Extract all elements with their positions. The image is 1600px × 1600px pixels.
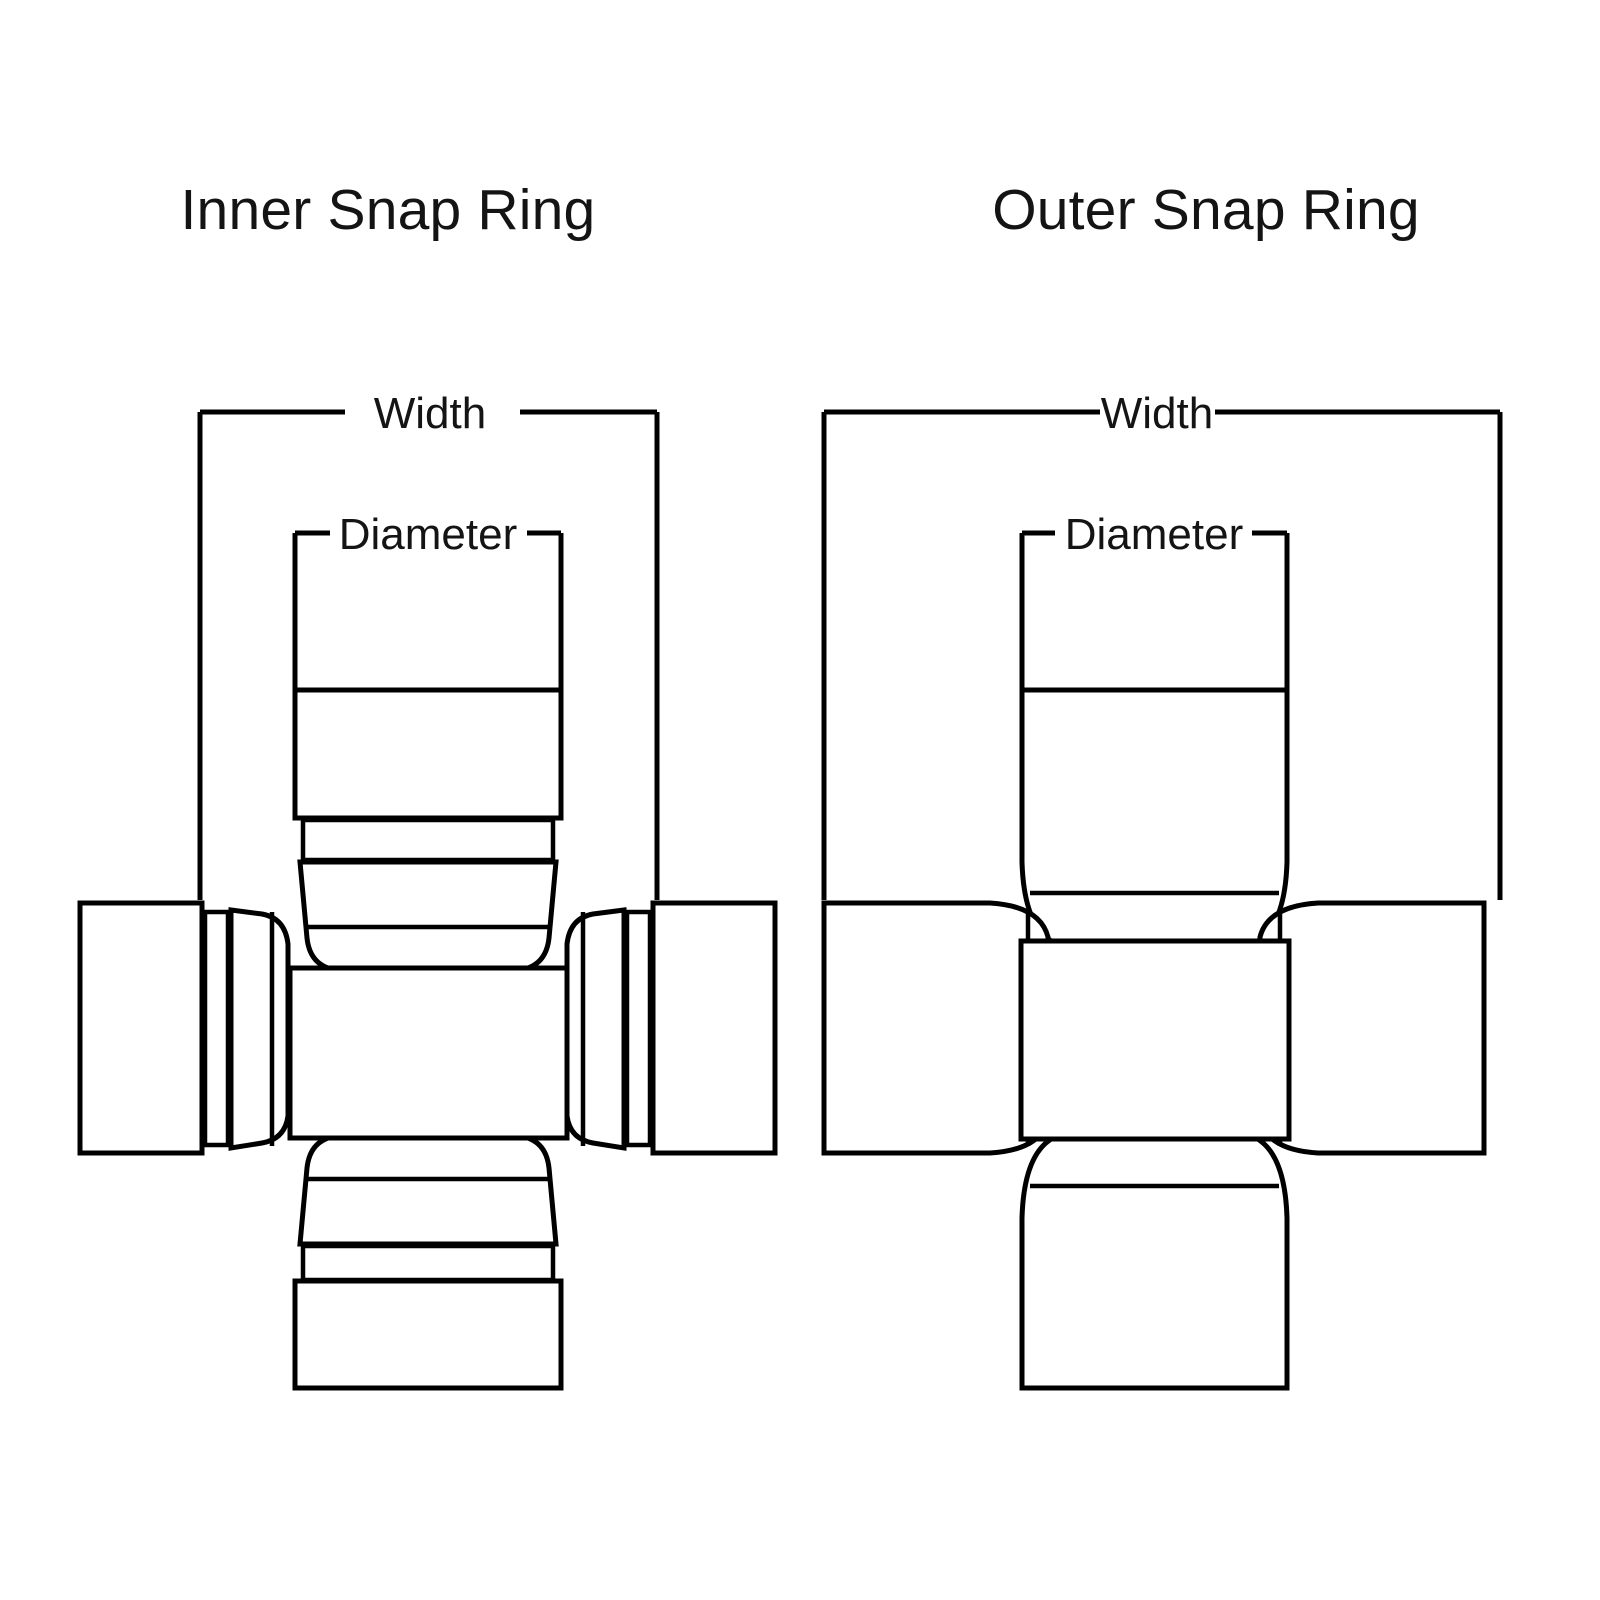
- right-cap-body: [1257, 900, 1487, 1156]
- left-bearing-cap-inner: [77, 900, 291, 1156]
- center-cross-body-inner: [287, 965, 570, 1141]
- panel-title-outer-snap-ring: Outer Snap Ring: [992, 178, 1420, 242]
- right-bearing-cap-outer: [1257, 900, 1487, 1156]
- bottom-cap-body: [1019, 1133, 1290, 1391]
- right-tapered-shoulder: [564, 907, 627, 1151]
- width-dimension-outer: Width: [821, 389, 1503, 900]
- width-label-inner: Width: [374, 389, 486, 438]
- left-bearing-cap-outer: [821, 900, 1051, 1156]
- bottom-tapered-shoulder: [297, 1133, 559, 1247]
- bottom-bearing-cap-inner: [292, 1133, 564, 1391]
- diameter-label-outer: Diameter: [1065, 510, 1244, 559]
- left-snap-ring-band: [202, 909, 231, 1148]
- top-bearing-cap-inner: [292, 687, 564, 973]
- diameter-dimension-outer: Diameter: [1019, 510, 1290, 690]
- top-snap-ring-band: [300, 817, 556, 863]
- left-cap-body: [77, 900, 205, 1156]
- outer-snap-ring-drawing: Width Diameter: [821, 389, 1503, 1391]
- left-tapered-shoulder: [228, 907, 291, 1151]
- left-cap-body: [821, 900, 1051, 1156]
- top-tapered-shoulder: [297, 859, 559, 973]
- diameter-label-inner: Diameter: [339, 510, 518, 559]
- diameter-dimension-inner: Diameter: [292, 510, 564, 690]
- panel-outer-snap-ring: Outer Snap Ring Width Diameter: [800, 0, 1600, 1600]
- inner-snap-ring-drawing: Width Diameter: [77, 389, 778, 1391]
- width-label-outer: Width: [1101, 389, 1213, 438]
- top-cap-body: [1019, 687, 1290, 947]
- bottom-bearing-cap-outer: [1019, 1133, 1290, 1391]
- top-cap-body: [292, 687, 564, 821]
- panel-title-inner-snap-ring: Inner Snap Ring: [180, 178, 596, 242]
- panel-inner-snap-ring: Inner Snap Ring Width Diameter: [77, 178, 778, 1391]
- right-cap-body: [650, 900, 778, 1156]
- top-bearing-cap-outer: [1019, 687, 1290, 947]
- center-cross-body-outer: [1018, 938, 1292, 1142]
- right-bearing-cap-inner: [564, 900, 778, 1156]
- right-snap-ring-band: [624, 909, 653, 1148]
- bottom-snap-ring-band: [300, 1243, 556, 1283]
- width-dimension-inner: Width: [197, 389, 660, 900]
- bottom-cap-body: [292, 1278, 564, 1391]
